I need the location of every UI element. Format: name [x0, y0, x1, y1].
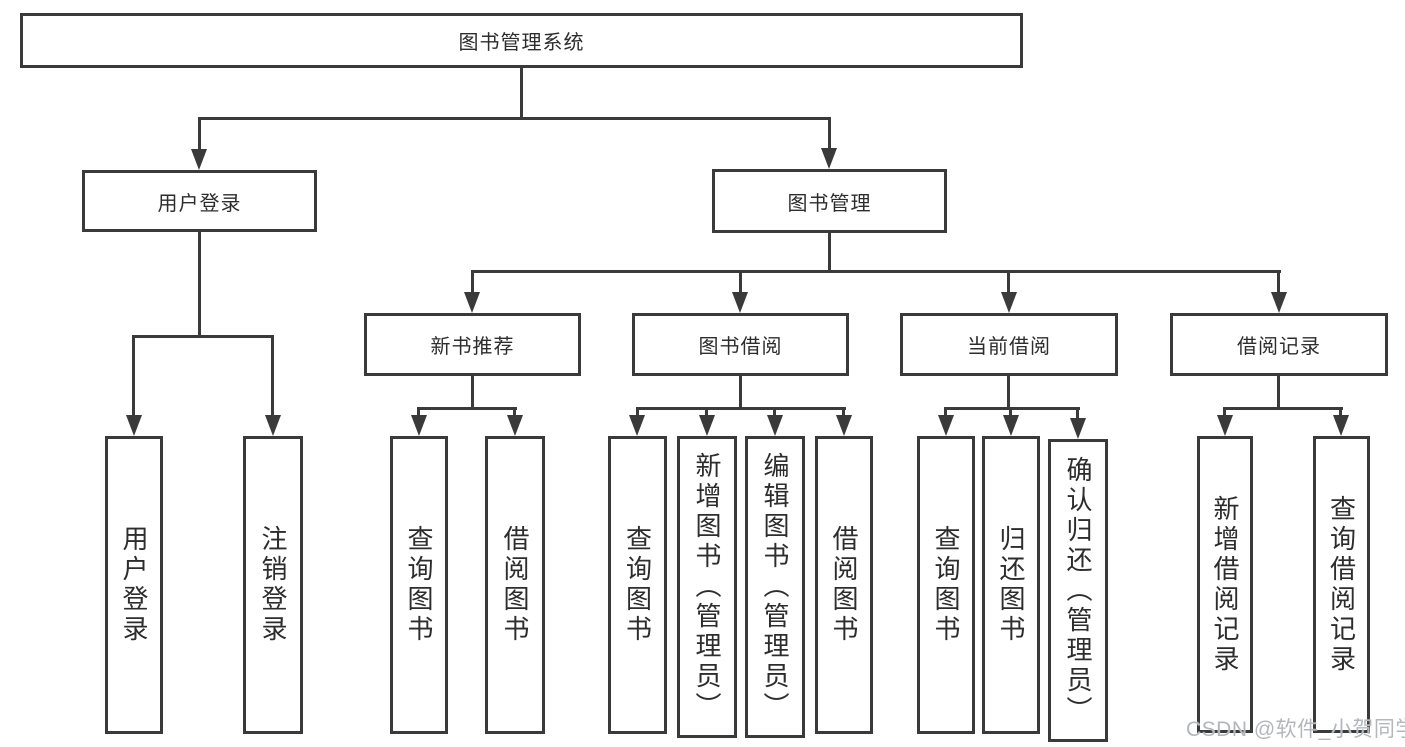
- connector-line: [636, 407, 639, 417]
- node-label: 查询图书: [931, 525, 961, 645]
- connector-line: [1076, 407, 1079, 420]
- connector-line: [471, 376, 474, 407]
- node-add-book-admin-leaf: 新增图书（管理员）: [677, 436, 737, 738]
- connector-line: [944, 407, 947, 417]
- arrow-down-icon: [411, 415, 427, 436]
- connector-line: [1223, 407, 1343, 410]
- connector-line: [944, 407, 1080, 410]
- node-label: 当前借阅: [967, 336, 1051, 358]
- connector-line: [471, 270, 474, 294]
- connector-line: [636, 407, 846, 410]
- node-label: 查询图书: [404, 525, 434, 645]
- node-borrow-books-leaf: 借阅图书: [815, 436, 873, 734]
- node-label: 编辑图书（管理员）: [760, 452, 790, 722]
- node-library-management-system: 图书管理系统: [20, 13, 1023, 68]
- node-label: 查询图书: [622, 525, 653, 645]
- node-label: 借阅图书: [500, 525, 530, 645]
- node-label: 归还图书: [996, 525, 1026, 645]
- arrow-down-icon: [507, 415, 523, 436]
- arrow-down-icon: [1003, 415, 1019, 436]
- arrow-down-icon: [1217, 415, 1233, 436]
- watermark-text: CSDN @软件_小贺同学: [1186, 718, 1405, 741]
- connector-line: [417, 407, 420, 417]
- arrow-down-icon: [629, 415, 645, 436]
- arrow-down-icon: [938, 415, 954, 436]
- arrow-down-icon: [1333, 415, 1349, 436]
- node-label: 用户登录: [119, 525, 149, 645]
- connector-line: [739, 270, 742, 294]
- arrow-down-icon: [1070, 418, 1086, 439]
- arrow-down-icon: [836, 415, 852, 436]
- connector-line: [1339, 407, 1342, 417]
- node-query-books-leaf: 查询图书: [390, 436, 448, 734]
- node-user-login-leaf: 用户登录: [105, 436, 163, 734]
- connector-line: [198, 232, 201, 335]
- node-user-login: 用户登录: [82, 170, 317, 232]
- connector-line: [842, 407, 845, 417]
- node-new-book-recommendation: 新书推荐: [364, 313, 581, 376]
- node-label: 新书推荐: [430, 336, 515, 358]
- node-label: 查询借阅记录: [1326, 494, 1357, 675]
- node-label: 图书管理系统: [458, 32, 585, 54]
- node-label: 图书借阅: [698, 336, 783, 358]
- arrow-down-icon: [821, 148, 837, 169]
- connector-line: [1223, 407, 1226, 417]
- arrow-down-icon: [767, 415, 783, 436]
- node-query-books-leaf: 查询图书: [917, 436, 975, 734]
- connector-line: [1277, 270, 1280, 294]
- node-label: 图书管理: [787, 192, 872, 215]
- node-label: 新增借阅记录: [1210, 494, 1240, 675]
- node-return-books-leaf: 归还图书: [982, 436, 1040, 734]
- node-query-books-leaf: 查询图书: [608, 436, 667, 734]
- connector-line: [513, 407, 516, 417]
- node-label: 确认归还（管理员）: [1063, 455, 1093, 726]
- arrow-down-icon: [1271, 292, 1287, 313]
- node-confirm-return-admin-leaf: 确认归还（管理员）: [1048, 439, 1108, 742]
- connector-line: [1007, 270, 1010, 294]
- connector-line: [132, 335, 135, 417]
- connector-line: [828, 233, 831, 270]
- node-borrow-books-leaf: 借阅图书: [485, 436, 545, 734]
- arrow-down-icon: [1001, 292, 1017, 313]
- node-borrowing-records: 借阅记录: [1170, 313, 1388, 376]
- node-label: 借阅记录: [1237, 336, 1321, 358]
- arrow-down-icon: [732, 292, 748, 313]
- node-current-borrowing: 当前借阅: [900, 313, 1118, 376]
- node-edit-book-admin-leaf: 编辑图书（管理员）: [745, 436, 805, 738]
- connector-line: [417, 407, 517, 410]
- node-label: 用户登录: [157, 192, 242, 215]
- node-book-borrowing: 图书借阅: [632, 313, 849, 376]
- arrow-down-icon: [699, 415, 715, 436]
- connector-line: [198, 117, 831, 120]
- connector-line: [271, 335, 274, 417]
- connector-line: [1007, 376, 1010, 407]
- connector-line: [739, 376, 742, 407]
- node-query-borrow-record-leaf: 查询借阅记录: [1313, 436, 1370, 733]
- node-label: 借阅图书: [829, 525, 859, 645]
- connector-line: [520, 68, 523, 117]
- arrow-down-icon: [191, 149, 207, 170]
- connector-line: [198, 117, 201, 150]
- arrow-down-icon: [265, 415, 281, 436]
- arrow-down-icon: [464, 292, 480, 313]
- connector-line: [132, 335, 274, 338]
- connector-line: [1009, 407, 1012, 417]
- connector-line: [471, 270, 1281, 273]
- connector-line: [1277, 376, 1280, 407]
- node-label: 新增图书（管理员）: [692, 452, 722, 722]
- node-book-management: 图书管理: [712, 169, 947, 233]
- connector-line: [773, 407, 776, 417]
- node-add-borrow-record-leaf: 新增借阅记录: [1197, 436, 1253, 733]
- arrow-down-icon: [126, 415, 142, 436]
- node-label: 注销登录: [258, 525, 288, 645]
- node-logout-leaf: 注销登录: [243, 436, 303, 734]
- connector-line: [828, 117, 831, 149]
- connector-line: [705, 407, 708, 417]
